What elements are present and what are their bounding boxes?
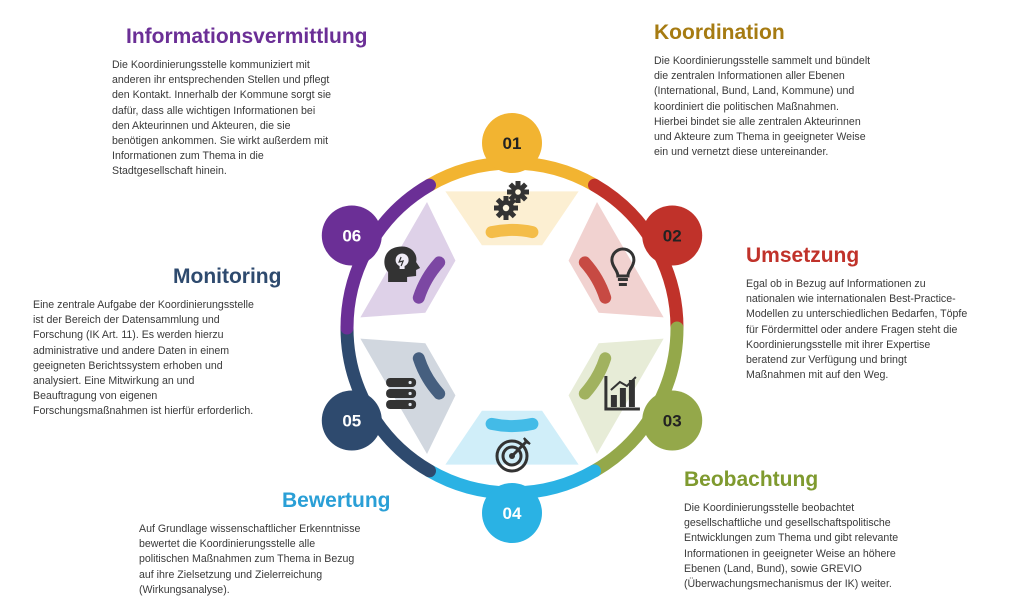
number-beobachtung: 03 xyxy=(663,412,682,431)
text-line: benötigen ankommen. Sie wirkt außerdem m… xyxy=(112,135,329,148)
text-line: geeigneten Berichtssystem erhoben und xyxy=(33,359,223,372)
block-umsetzung: Umsetzung Egal ob in Bezug auf Informati… xyxy=(746,243,1016,383)
target-icon xyxy=(495,437,531,473)
inner-arc-monitoring xyxy=(412,352,446,400)
lightbulb-icon xyxy=(610,247,636,286)
text-line: (Überwachungsmechanismus der IK) weiter. xyxy=(684,578,892,591)
text-line: administrative und andere Daten in einem xyxy=(33,344,230,357)
fan-bewertung xyxy=(445,410,579,465)
gears-icon xyxy=(494,181,529,220)
heading-beobachtung: Beobachtung xyxy=(684,468,819,491)
text-line: Ebenen (Land, Bund), sowie GREVIO xyxy=(684,562,862,575)
segment-umsetzung: 02 xyxy=(568,178,703,335)
number-badge-beobachtung xyxy=(642,390,703,451)
text-monitoring: Eine zentrale Aufgabe der Koordinierungs… xyxy=(33,298,313,420)
text-line: Forschung (IK Art. 11). Es werden hierzu xyxy=(33,329,224,342)
number-badge-bewertung xyxy=(482,483,542,543)
text-line: den Kontakt. Innerhalb der Kommune sorgt… xyxy=(112,89,332,102)
text-line: dafür, dass alle wichtigen Informationen… xyxy=(112,104,316,117)
number-badge-monitoring xyxy=(321,390,382,451)
block-beobachtung: Beobachtung Die Koordinierungsstelle beo… xyxy=(684,467,964,592)
number-badge-umsetzung xyxy=(642,205,703,266)
text-line: die zentralen Informationen aller Ebenen xyxy=(654,70,845,83)
text-umsetzung: Egal ob in Bezug auf Informationen zu nat… xyxy=(746,277,1016,383)
bar-chart-icon xyxy=(604,376,640,411)
text-line: nationalen wie internationalen Best-Prac… xyxy=(746,293,956,306)
number-informationsvermittlung: 06 xyxy=(342,227,361,246)
segment-beobachtung: 03 xyxy=(568,321,703,478)
block-informationsvermittlung: Informationsvermittlung Die Koordinierun… xyxy=(112,24,382,180)
block-koordination: Koordination Die Koordinierungsstelle sa… xyxy=(654,20,934,160)
text-line: politischen Maßnahmen zum Thema in Bezug xyxy=(139,553,355,566)
text-line: Die Koordinierungsstelle sammelt und bün… xyxy=(654,55,871,67)
number-badge-koordination xyxy=(482,113,542,173)
text-line: Koordinierungsstelle mit ihrer Expertise xyxy=(746,338,931,351)
number-badge-informationsvermittlung xyxy=(321,205,382,266)
block-bewertung: Bewertung Auf Grundlage wissenschaftlich… xyxy=(139,488,409,598)
text-line: koordiniert die politischen Maßnahmen. xyxy=(654,100,839,113)
text-line: analysiert. Eine Mitwirkung an und xyxy=(33,375,195,388)
text-line: Maßnahmen mit auf den Weg. xyxy=(746,369,889,382)
text-line: Entwicklungen zum Thema und gibt relevan… xyxy=(684,532,899,545)
text-line: ein und vernetzt diese untereinander. xyxy=(654,146,829,159)
text-beobachtung: Die Koordinierungsstelle beobachtet gesel… xyxy=(684,501,964,592)
text-line: Forschungsmaßnahmen ist hierfür erforder… xyxy=(33,405,254,418)
number-bewertung: 04 xyxy=(503,504,522,523)
text-line: bewertet die Koordinierungsstelle alle xyxy=(139,538,316,551)
database-icon xyxy=(386,378,417,409)
text-line: Egal ob in Bezug auf Informationen zu xyxy=(746,278,926,290)
heading-koordination: Koordination xyxy=(654,21,785,44)
text-line: Auf Grundlage wissenschaftlicher Erkennt… xyxy=(139,523,361,535)
text-koordination: Die Koordinierungsstelle sammelt und bün… xyxy=(654,54,934,160)
text-line: Hierbei bindet sie alle zentralen Akteur… xyxy=(654,115,861,128)
text-line: Die Koordinierungsstelle beobachtet xyxy=(684,502,855,514)
segment-koordination: 01 xyxy=(423,113,601,246)
text-line: ist der Bereich der Datensammlung und xyxy=(33,314,220,327)
text-line: Eine zentrale Aufgabe der Koordinierungs… xyxy=(33,299,254,311)
number-koordination: 01 xyxy=(503,134,522,153)
inner-arc-umsetzung xyxy=(578,256,612,304)
inner-arc-koordination xyxy=(485,224,539,239)
text-line: beratend zur Verfügung und bringt xyxy=(746,354,907,367)
text-line: gesellschaftliche und gesellschaftspolit… xyxy=(684,517,891,530)
text-line: Modellen zu unterschiedlichen Bedarfen, … xyxy=(746,308,968,321)
text-line: (Wirkungsanalyse). xyxy=(139,583,230,596)
head-lightbulb-icon xyxy=(384,246,421,282)
inner-arc-beobachtung xyxy=(578,352,612,400)
text-line: für Fördermittel oder andere Fragen steh… xyxy=(746,323,958,336)
heading-umsetzung: Umsetzung xyxy=(746,244,860,267)
segment-bewertung: 04 xyxy=(423,410,601,543)
number-monitoring: 05 xyxy=(342,412,361,431)
segment-informationsvermittlung: 06 xyxy=(321,178,456,335)
fan-umsetzung xyxy=(568,201,664,318)
text-line: Die Koordinierungsstelle kommuniziert mi… xyxy=(112,59,310,71)
text-line: auf ihre Zielsetzung und Zielerreichung xyxy=(139,568,323,581)
block-monitoring: Monitoring Eine zentrale Aufgabe der Koo… xyxy=(33,264,313,420)
segment-monitoring: 05 xyxy=(321,321,456,478)
inner-arc-bewertung xyxy=(485,417,539,432)
text-line: und Akteure zum Thema in geeigneter Weis… xyxy=(654,131,866,144)
text-line: anderen ihr entsprechenden Stellen und p… xyxy=(112,74,330,87)
text-line: Stadtgesellschaft hinein. xyxy=(112,165,227,178)
text-line: Informationen zum Thema in die xyxy=(112,150,264,163)
inner-arc-informationsvermittlung xyxy=(412,256,446,304)
heading-monitoring: Monitoring xyxy=(173,265,282,288)
text-bewertung: Auf Grundlage wissenschaftlicher Erkennt… xyxy=(139,522,409,598)
text-informationsvermittlung: Die Koordinierungsstelle kommuniziert mi… xyxy=(112,58,382,180)
text-line: den Akteurinnen und Akteuren, die sie xyxy=(112,119,291,132)
text-line: Informationen in geeigneter Weise an höh… xyxy=(684,547,896,560)
fan-koordination xyxy=(445,191,579,246)
heading-bewertung: Bewertung xyxy=(282,489,391,512)
text-line: Beauftragung von eigenen xyxy=(33,390,158,403)
heading-informationsvermittlung: Informationsvermittlung xyxy=(126,25,368,48)
number-umsetzung: 02 xyxy=(663,227,682,246)
text-line: (International, Bund, Land, Kommune) und xyxy=(654,85,855,98)
